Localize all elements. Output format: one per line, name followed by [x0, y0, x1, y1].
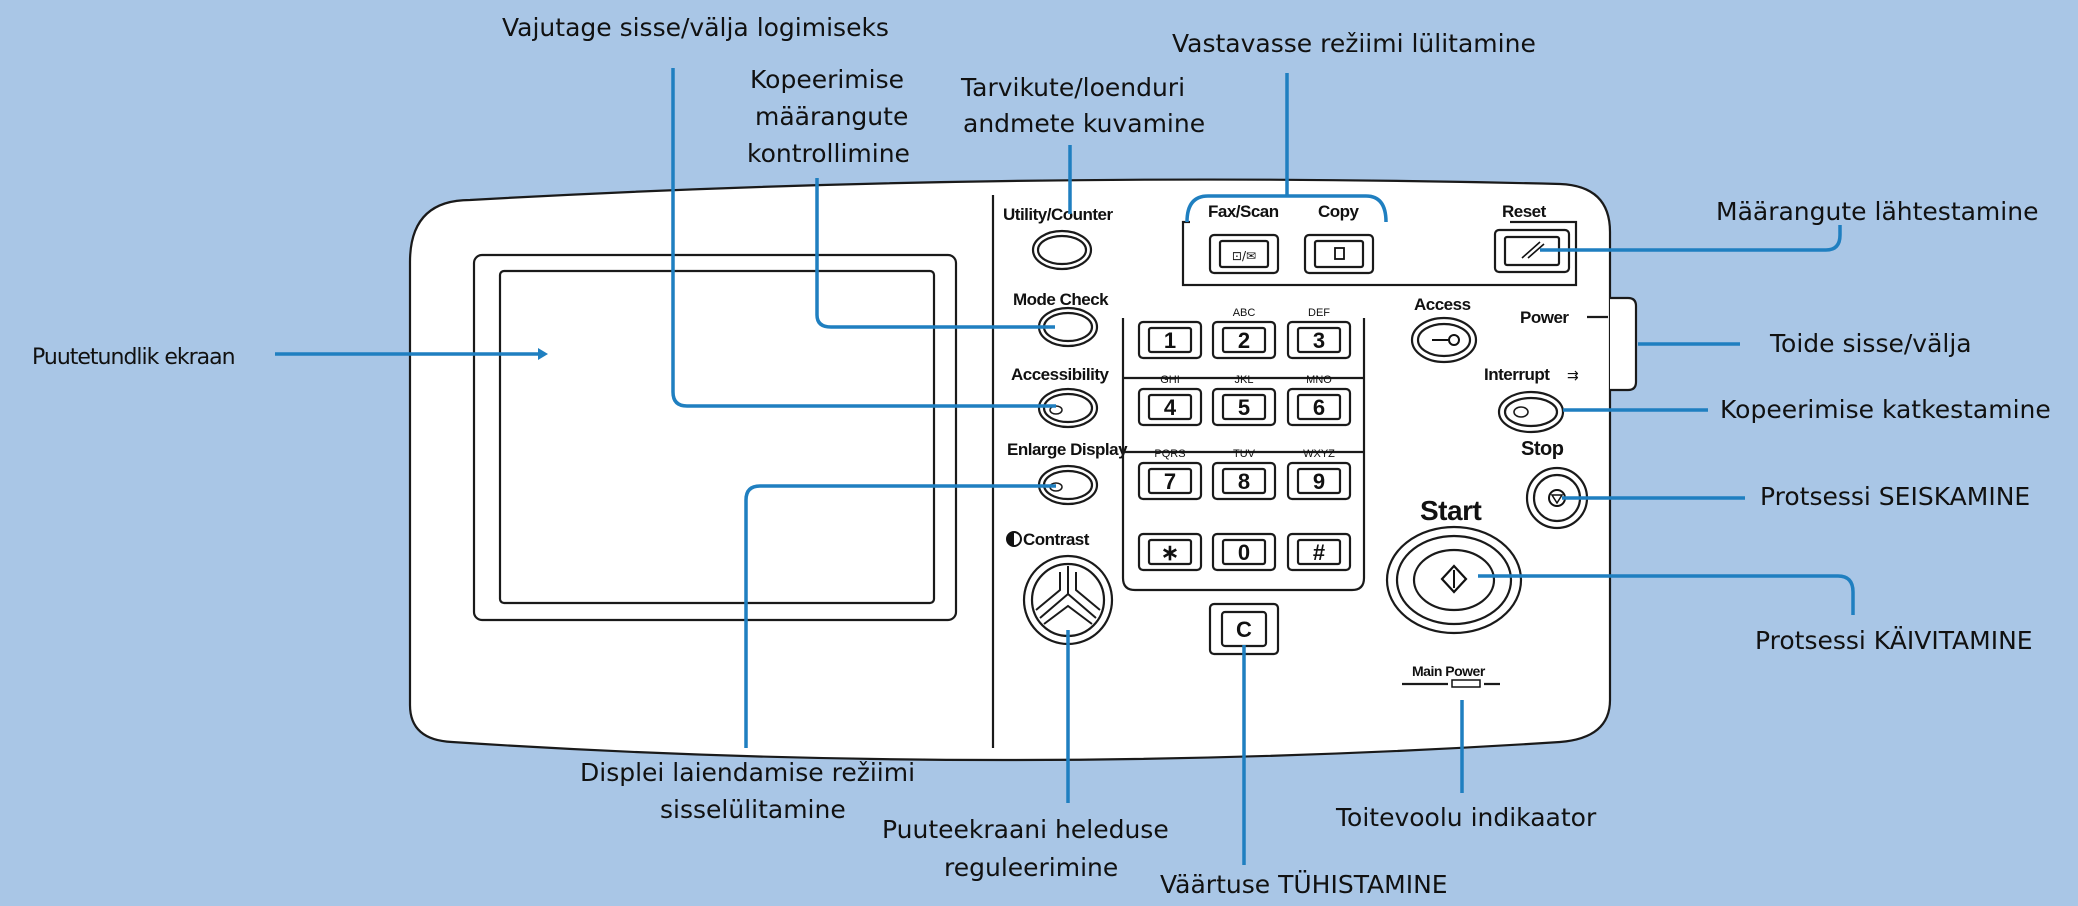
keypad-key-label: 9: [1313, 469, 1325, 494]
keypad-key-label: 7: [1164, 469, 1176, 494]
accessibility-label: Accessibility: [1011, 365, 1109, 384]
keypad-key-label: 0: [1238, 540, 1250, 565]
callout-contrast-1: Puuteekraani heleduse: [882, 815, 1169, 844]
callout-login: Vajutage sisse/välja logimiseks: [502, 13, 889, 42]
touch-screen[interactable]: [472, 253, 958, 622]
copy-icon: [1334, 247, 1345, 260]
leader-lines: [275, 68, 1855, 865]
start-icon: [1440, 564, 1468, 594]
keypad-key-9[interactable]: 9 WXYZ: [1286, 448, 1352, 501]
enlarge-display-button[interactable]: [1037, 464, 1099, 506]
key-icon-head: [1448, 334, 1460, 346]
access-label: Access: [1414, 295, 1471, 314]
callout-mode-switch: Vastavasse režiimi lülitamine: [1172, 29, 1536, 58]
utility-counter-label: Utility/Counter: [1003, 205, 1113, 224]
callout-power: Toide sisse/välja: [1769, 329, 1972, 358]
stop-icon-mark: [1550, 494, 1564, 505]
interrupt-icon: ⇉: [1567, 368, 1579, 384]
keypad-key-letters: DEF: [1308, 307, 1330, 319]
utility-counter-button[interactable]: [1031, 229, 1093, 271]
power-label: Power: [1520, 308, 1569, 327]
keypad-key-label: ∗: [1161, 540, 1179, 565]
start-label: Start: [1420, 495, 1481, 526]
mode-buttons-box: [1181, 214, 1578, 287]
keypad-key-6[interactable]: 6 MNO: [1286, 374, 1352, 427]
fax-scan-icon: ⊡/✉: [1232, 249, 1256, 263]
keypad-key-star[interactable]: ∗: [1137, 532, 1203, 572]
keypad-key-label: 4: [1164, 395, 1177, 420]
access-button[interactable]: [1410, 316, 1478, 364]
keypad-key-4[interactable]: 4 GHI: [1137, 374, 1203, 427]
leader-reset: [1540, 225, 1842, 252]
fax-scan-button[interactable]: ⊡/✉: [1208, 233, 1280, 275]
keypad-key-5[interactable]: 5 JKL: [1211, 374, 1277, 427]
mode-check-label: Mode Check: [1013, 290, 1109, 309]
keypad-key-1[interactable]: 1: [1137, 320, 1203, 360]
arrowheads: [538, 348, 548, 360]
callout-enlarge-1: Displei laiendamise režiimi: [580, 758, 915, 787]
callout-stop: Protsessi SEISKAMINE: [1760, 482, 2030, 511]
main-power-indicator: [1402, 679, 1500, 688]
callout-copy-check-1: Kopeerimise: [750, 65, 904, 94]
keypad-key-label: 2: [1238, 328, 1250, 353]
callout-copy-check-2: määrangute: [755, 102, 908, 131]
keypad-key-label: #: [1313, 540, 1325, 565]
callout-copy-check-3: kontrollimine: [747, 139, 910, 168]
contrast-label: Contrast: [1023, 530, 1090, 549]
contrast-icon: [1006, 531, 1022, 547]
callout-main-power: Toitevoolu indikaator: [1335, 803, 1597, 832]
callout-interrupt: Kopeerimise katkestamine: [1720, 395, 2051, 424]
callout-counter-1: Tarvikute/loenduri: [960, 73, 1185, 102]
callout-enlarge-2: sisselülitamine: [660, 795, 846, 824]
accessibility-button[interactable]: [1037, 387, 1099, 429]
callout-counter-2: andmete kuvamine: [963, 109, 1205, 138]
clear-key-label: C: [1236, 617, 1252, 642]
keypad-key-letters: GHI: [1160, 374, 1180, 386]
keypad-key-2[interactable]: 2 ABC: [1211, 307, 1277, 360]
keypad-key-0[interactable]: 0: [1211, 532, 1277, 572]
copy-button[interactable]: [1303, 233, 1375, 275]
keypad-key-label: 6: [1313, 395, 1325, 420]
leader-enlarge: [744, 484, 1056, 748]
interrupt-label: Interrupt: [1484, 365, 1550, 384]
reset-icon: [1521, 241, 1545, 259]
keypad-key-letters: JKL: [1235, 374, 1254, 386]
keypad-key-label: 3: [1313, 328, 1325, 353]
callout-contrast-2: reguleerimine: [944, 853, 1118, 882]
leader-mode-check: [815, 178, 1055, 329]
leader-login: [671, 68, 1056, 408]
numeric-keypad: 1 2 ABC 3 DEF 4 GHI 5 JKL 6 MNO 7 PQRS 8 TUV 9 WXYZ ∗ 0 #: [1121, 307, 1366, 592]
interrupt-button[interactable]: [1497, 390, 1565, 434]
callout-touchscreen: Puutetundlik ekraan: [32, 345, 235, 370]
fax-scan-label: Fax/Scan: [1208, 202, 1279, 221]
keypad-key-letters: PQRS: [1154, 448, 1185, 460]
keypad-key-letters: MNO: [1306, 374, 1332, 386]
leader-start: [1478, 574, 1855, 615]
enlarge-display-label: Enlarge Display: [1007, 440, 1128, 459]
keypad-key-hash[interactable]: #: [1286, 532, 1352, 572]
copy-label: Copy: [1318, 202, 1360, 221]
keypad-key-letters: ABC: [1233, 307, 1256, 319]
keypad-key-label: 5: [1238, 395, 1250, 420]
start-button[interactable]: [1385, 525, 1523, 635]
keypad-key-label: 1: [1164, 328, 1176, 353]
main-power-label: Main Power: [1412, 663, 1486, 679]
keypad-key-label: 8: [1238, 469, 1250, 494]
keypad-key-letters: TUV: [1233, 448, 1256, 460]
keypad-key-8[interactable]: 8 TUV: [1211, 448, 1277, 501]
keypad-key-letters: WXYZ: [1303, 448, 1335, 460]
callout-reset: Määrangute lähtestamine: [1716, 197, 2038, 226]
callout-start: Protsessi KÄIVITAMINE: [1755, 626, 2033, 655]
stop-label: Stop: [1521, 438, 1564, 460]
keypad-key-7[interactable]: 7 PQRS: [1137, 448, 1203, 501]
keypad-key-3[interactable]: 3 DEF: [1286, 307, 1352, 360]
callout-clear: Väärtuse TÜHISTAMINE: [1160, 870, 1448, 899]
reset-label: Reset: [1502, 202, 1547, 221]
